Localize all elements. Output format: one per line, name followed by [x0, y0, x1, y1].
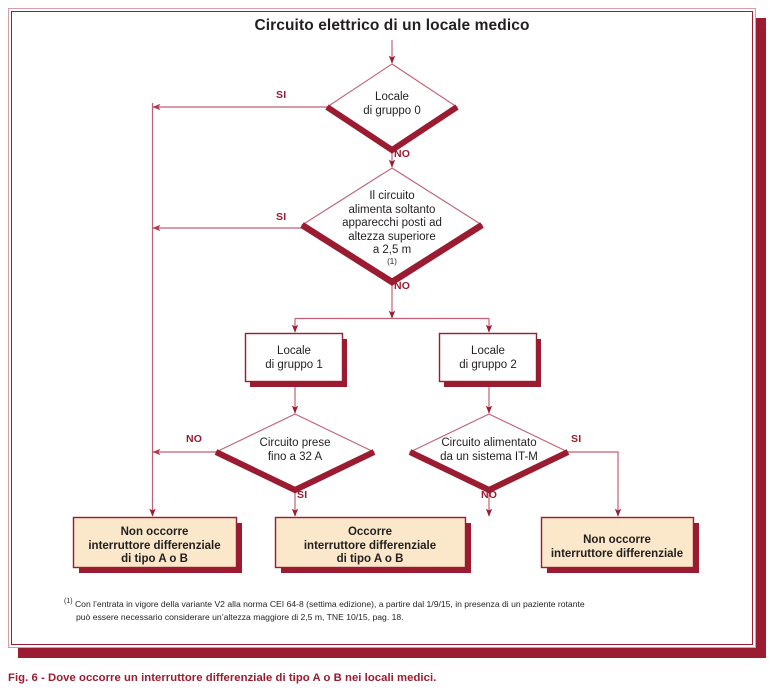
text-line: Locale: [375, 91, 409, 103]
text-line: di tipo A o B: [336, 553, 404, 566]
text-line: di gruppo 0: [363, 104, 421, 117]
text-line: Locale: [277, 345, 311, 357]
footnote-line-1: Con l’entrata in vigore della variante V…: [74, 598, 585, 609]
terminal-non-occorre-label: Non occorre interruttore differenziale: [541, 534, 693, 561]
text-line: di tipo A o B: [121, 553, 188, 566]
text-line: fino a 32 A: [267, 450, 323, 463]
decision-altezza-superiore[interactable]: [300, 167, 484, 286]
terminal-non-occorre[interactable]: [540, 516, 700, 574]
text-line: Circuito alimentato: [441, 437, 537, 449]
text-line: apparecchi posti ad: [342, 217, 442, 230]
edge-label-d4-no: NO: [481, 489, 498, 501]
text-line: Non occorre: [583, 534, 651, 546]
edge-label-d3-si: SI: [297, 489, 308, 501]
terminal-non-occorre-a-o-b-label: Non occorre interruttore differenziale d…: [73, 526, 236, 567]
decision-altezza-superiore-label: Il circuito alimenta soltanto apparecchi…: [312, 190, 472, 266]
footnote-line-2: può essere necessario considerare un’alt…: [76, 612, 404, 623]
text-line: di gruppo 1: [265, 358, 323, 371]
decision-sistema-it-m[interactable]: [408, 413, 570, 494]
decision-bevel: [325, 104, 459, 154]
figure-caption: Fig. 6 - Dove occorre un interruttore di…: [8, 672, 437, 684]
edge-label-d2-si: SI: [276, 211, 287, 223]
text-line: altezza superiore: [348, 230, 436, 243]
figure-title: Circuito elettrico di un locale medico: [254, 17, 530, 34]
edge-d4-si-to-r3: [553, 451, 622, 517]
terminal-non-occorre-a-o-b[interactable]: [72, 516, 243, 574]
text-line: Occorre: [347, 526, 393, 538]
text-line: interruttore differenziale: [550, 547, 684, 560]
text-line: da un sistema IT-M: [440, 450, 538, 463]
text-line: Non occorre: [120, 526, 189, 538]
text-line: interruttore differenziale: [303, 539, 437, 552]
edge-label-d2-no: NO: [394, 280, 411, 292]
decision-bevel: [214, 449, 376, 494]
decision-circuito-prese-32a[interactable]: [214, 413, 376, 494]
footnote: (1) Con l’entrata in vigore della varian…: [64, 597, 724, 624]
footnote-marker: (1): [64, 598, 73, 605]
decision-locale-gruppo-0-label: Locale di gruppo 0: [337, 91, 447, 118]
edge-label-d1-si: SI: [276, 89, 287, 101]
terminal-occorre-a-o-b[interactable]: [274, 516, 472, 574]
decision-circuito-prese-32a-label: Circuito prese fino a 32 A: [225, 437, 365, 464]
text-line: Il circuito: [369, 190, 415, 202]
terminal-occorre-a-o-b-label: Occorre interruttore differenziale di ti…: [275, 526, 465, 567]
process-locale-gruppo-2-label: Locale di gruppo 2: [439, 345, 537, 372]
text-line: a 2,5 m: [372, 244, 412, 257]
edge-label-d1-no: NO: [394, 148, 411, 160]
process-locale-gruppo-1-label: Locale di gruppo 1: [245, 345, 343, 372]
decision-bevel: [408, 449, 570, 494]
process-locale-gruppo-1[interactable]: [244, 332, 348, 388]
decision-bevel: [300, 222, 484, 286]
text-line: Circuito prese: [259, 437, 331, 449]
edge-label-d3-no: NO: [186, 433, 203, 445]
text-line: di gruppo 2: [459, 358, 517, 371]
text-line: alimenta soltanto: [348, 203, 436, 216]
decision-sistema-it-m-label: Circuito alimentato da un sistema IT-M: [410, 437, 568, 464]
process-locale-gruppo-2[interactable]: [438, 332, 542, 388]
decision-locale-gruppo-0[interactable]: [325, 63, 459, 154]
text-line: interruttore differenziale: [88, 539, 221, 552]
edge-label-d4-si: SI: [571, 433, 582, 445]
footnote-reference: (1): [387, 256, 397, 266]
text-line: Locale: [471, 345, 505, 357]
